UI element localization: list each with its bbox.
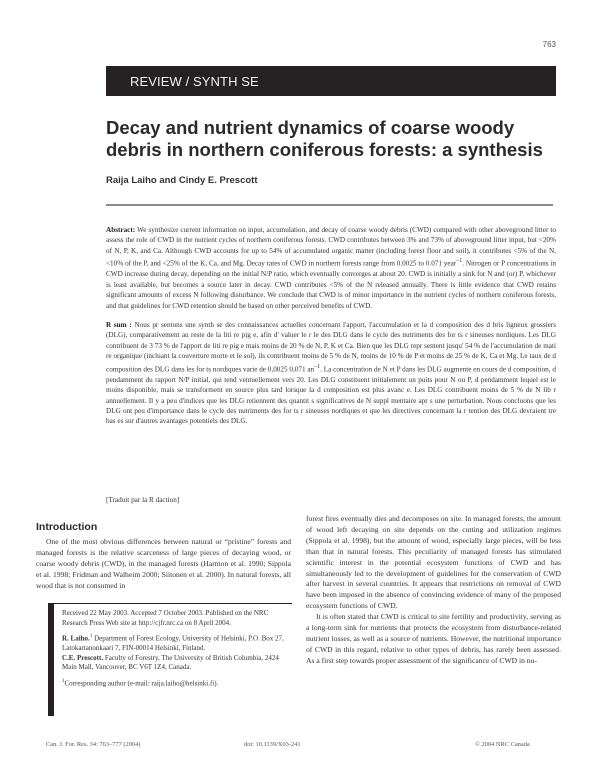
author1-name: R. Laiho. xyxy=(62,634,90,643)
footer-citation: Can. J. For. Res. 34: 763–777 (2004) xyxy=(46,741,141,748)
left-column: Introduction One of the most obvious dif… xyxy=(36,520,291,592)
abstract-text-part1: We synthesize current information on inp… xyxy=(106,226,556,268)
resume-exponent: –1 xyxy=(314,363,321,370)
footer-doi: doi: 10.1139/X03-241 xyxy=(244,741,301,748)
page-number: 763 xyxy=(542,40,556,49)
author2-name: C.E. Prescott. xyxy=(62,653,104,662)
title-rule-divider xyxy=(106,204,553,206)
abstract-english: Abstract: We synthesize current informat… xyxy=(106,225,556,311)
author1-footnote-marker: 1 xyxy=(89,634,93,640)
author-list: Raija Laiho and Cindy E. Prescott xyxy=(106,175,258,186)
resume-text-part1: Nous pr sentons une synth se des connais… xyxy=(106,321,556,374)
introduction-heading: Introduction xyxy=(36,521,98,533)
translation-note: [Traduit par la R daction] xyxy=(106,496,180,504)
abstract-exponent: –1 xyxy=(456,258,463,265)
corresponding-footnote-marker: 1 xyxy=(62,678,65,684)
corresponding-author-note: 1Corresponding author (e-mail: raija.lai… xyxy=(62,677,292,689)
section-band: REVIEW / SYNTH SE xyxy=(106,66,556,96)
author1-affiliation-text: Department of Forest Ecology, University… xyxy=(62,634,284,653)
abstract-french: R sum : Nous pr sentons une synth se des… xyxy=(106,320,556,427)
footer-copyright: © 2004 NRC Canada xyxy=(475,741,530,748)
author2-affiliation-text: Faculty of Forestry, The University of B… xyxy=(62,653,279,672)
article-notes-box: Received 22 May 2003. Accepted 7 October… xyxy=(48,603,292,716)
abstract-text-part2: . Nitrogen or P concentrations in CWD in… xyxy=(106,259,556,310)
right-column: forest fires eventually dies and decompo… xyxy=(306,514,561,667)
corresponding-author-text: Corresponding author (e-mail: raija.laih… xyxy=(64,679,219,688)
intro-paragraph-left: One of the most obvious differences betw… xyxy=(36,537,291,590)
article-title: Decay and nutrient dynamics of coarse wo… xyxy=(106,117,543,160)
intro-paragraph-right-2: It is often stated that CWD is critical … xyxy=(306,612,561,665)
author2-affiliation: C.E. Prescott. Faculty of Forestry, The … xyxy=(62,654,292,673)
intro-paragraph-right-1: forest fires eventually dies and decompo… xyxy=(306,514,561,611)
received-note: Received 22 May 2003. Accepted 7 October… xyxy=(62,609,269,627)
resume-label: R sum : xyxy=(106,321,132,329)
author1-affiliation: R. Laiho.1 Department of Forest Ecology,… xyxy=(62,632,292,654)
abstract-label: Abstract: xyxy=(106,226,136,234)
resume-text-part2: . La concentration de N et P dans les DL… xyxy=(106,365,556,426)
section-label: REVIEW / SYNTH SE xyxy=(130,74,259,89)
